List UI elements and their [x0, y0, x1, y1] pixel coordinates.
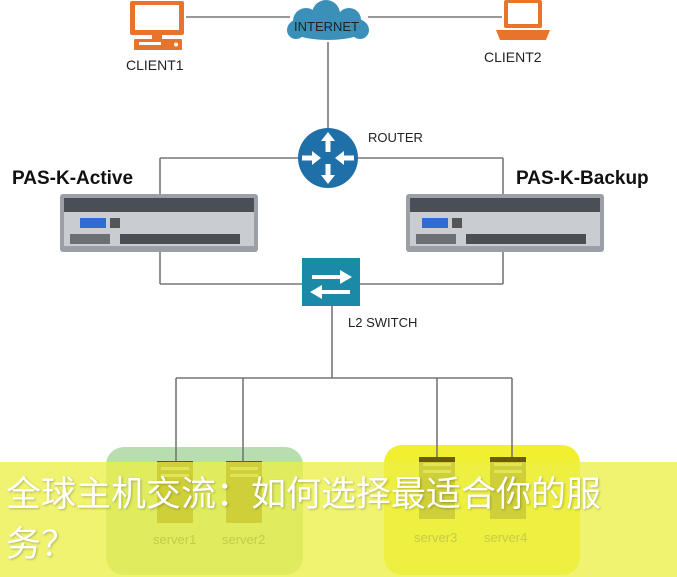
client1-label: CLIENT1	[126, 57, 184, 73]
caption-overlay	[0, 462, 677, 577]
internet-label: INTERNET	[294, 19, 359, 34]
client2-label: CLIENT2	[484, 49, 542, 65]
backup-node-title: PAS-K-Backup	[516, 168, 649, 189]
caption-text: 全球主机交流：如何选择最适合你的服务？	[6, 475, 602, 565]
links	[159, 16, 513, 462]
laptop-icon	[496, 0, 550, 40]
appliance-active	[60, 194, 258, 252]
desktop-computer-icon	[130, 1, 184, 50]
active-node-title: PAS-K-Active	[12, 168, 134, 189]
appliance-backup	[406, 194, 604, 252]
switch-label: L2 SWITCH	[348, 315, 418, 330]
switch-icon	[302, 258, 360, 306]
cloud-icon	[287, 0, 369, 40]
router-label: ROUTER	[368, 130, 423, 145]
router-icon	[298, 128, 358, 188]
